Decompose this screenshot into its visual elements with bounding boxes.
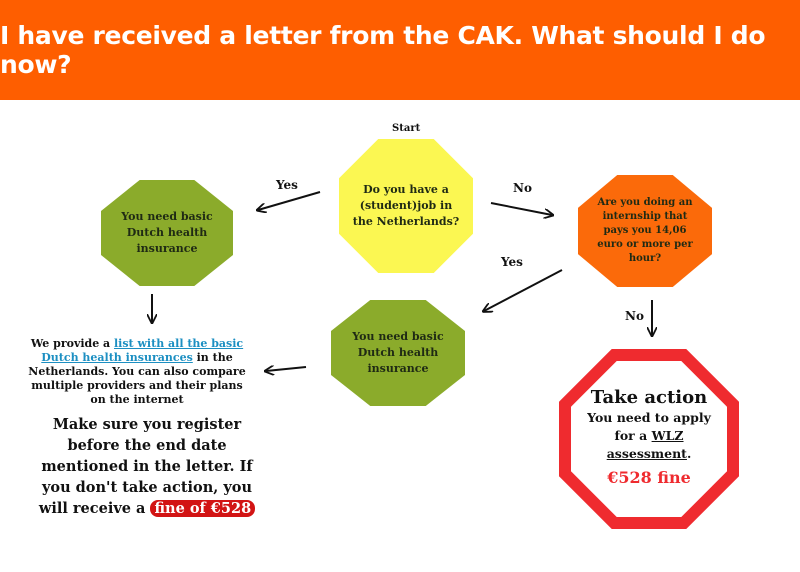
fine-badge: fine of €528	[150, 500, 256, 517]
wlz-text: WLZ	[651, 428, 684, 443]
stop-sign-line2-prefix: for a	[614, 428, 652, 443]
register-warning-text: Make sure you register before the end da…	[36, 414, 258, 519]
node-need-basic-mid-line: You need basic	[352, 330, 444, 343]
edge-label-yes-2: Yes	[501, 255, 523, 269]
register-warning-body: Make sure you register before the end da…	[38, 416, 253, 517]
edge-label-yes-1: Yes	[276, 178, 298, 192]
arrow-job-to-internship	[490, 202, 552, 215]
stop-sign-line3: assessment.	[607, 445, 692, 463]
stop-sign-fine: €528 fine	[607, 468, 691, 487]
header-banner: I have received a letter from the CAK. W…	[0, 0, 800, 100]
insurance-info-prefix: We provide a	[30, 337, 114, 350]
start-label: Start	[392, 123, 421, 134]
edge-label-no-2: No	[625, 309, 644, 323]
edge-label-no-1: No	[513, 181, 532, 195]
node-need-basic-mid-line: insurance	[367, 362, 429, 375]
node-question-job-line: (student)job in	[359, 199, 453, 212]
node-need-basic-mid: You need basic Dutch health insurance	[331, 300, 465, 406]
arrow-job-to-left	[258, 191, 321, 210]
node-question-internship-line: hour?	[628, 253, 662, 264]
node-need-basic-mid-line: Dutch health	[357, 346, 439, 359]
stop-sign: Take action You need to apply for a WLZ …	[571, 361, 727, 517]
node-need-basic-left-line: insurance	[136, 242, 198, 255]
node-question-internship-line: euro or more per	[597, 239, 693, 250]
node-question-job-line: the Netherlands?	[352, 215, 460, 228]
node-need-basic-left-line: You need basic	[121, 210, 213, 223]
node-need-basic-left: You need basic Dutch health insurance	[101, 180, 233, 286]
page-title: I have received a letter from the CAK. W…	[0, 21, 766, 79]
node-question-internship-line: pays you 14,06	[603, 225, 687, 236]
node-question-job: Do you have a (student)job in the Nether…	[339, 139, 473, 273]
node-question-internship-line: Are you doing an	[597, 197, 693, 208]
stop-sign-line2: for a WLZ	[614, 427, 683, 445]
stop-sign-period: .	[686, 446, 692, 461]
insurance-info-suffix: in the Netherlands. You can also compare…	[28, 351, 246, 406]
node-question-internship: Are you doing an internship that pays yo…	[578, 175, 712, 287]
node-question-job-line: Do you have a	[363, 183, 449, 196]
node-need-basic-left-line: Dutch health	[126, 226, 208, 239]
insurance-info-text: We provide a list with all the basic Dut…	[26, 337, 248, 407]
arrow-internship-to-mid	[484, 269, 563, 311]
node-question-internship-line: internship that	[602, 211, 688, 222]
stop-sign-heading: Take action	[590, 387, 708, 408]
assessment-text: assessment	[606, 446, 687, 461]
arrow-mid-to-info	[266, 367, 307, 371]
stop-sign-line1: You need to apply	[587, 410, 711, 425]
insurance-list-link[interactable]: list with all the basic Dutch health ins…	[41, 337, 244, 364]
